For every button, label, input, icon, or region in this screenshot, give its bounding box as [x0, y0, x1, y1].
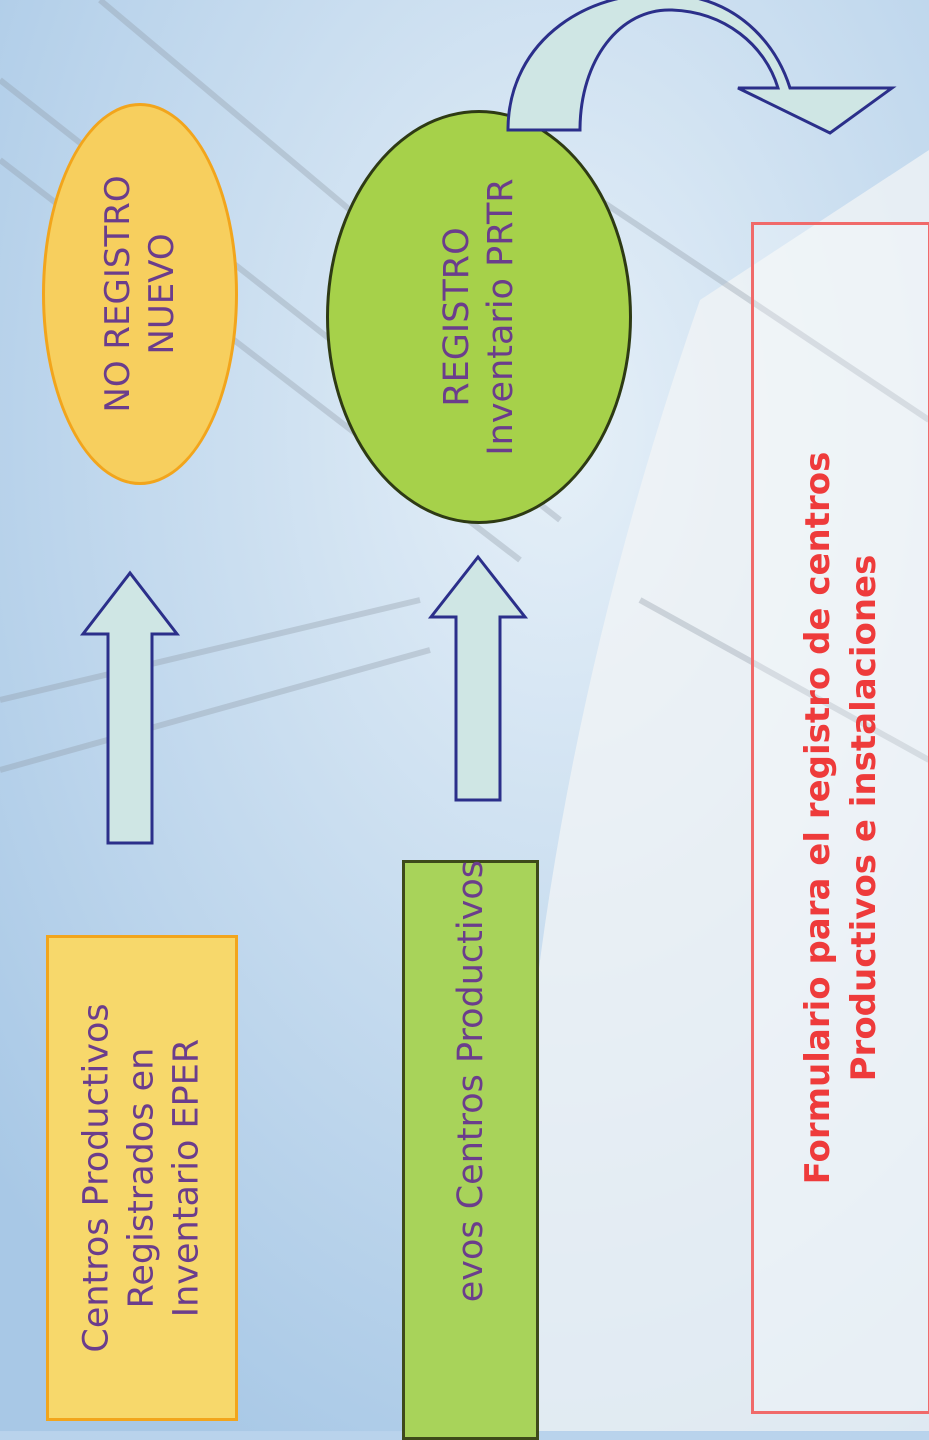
registro-prtr-ellipse: REGISTRO Inventario PRTR — [326, 110, 632, 524]
new-centers-box: evos Centros Productivos — [402, 860, 539, 1440]
eper-registered-box: Centros Productivos Registrados en Inven… — [46, 935, 238, 1421]
curved-arrow-icon — [506, 0, 897, 135]
up-arrow-icon — [427, 554, 529, 802]
up-arrow-icon — [79, 570, 181, 845]
no-registro-ellipse: NO REGISTRO NUEVO — [42, 103, 238, 485]
form-box: Formulario para el registro de centros P… — [751, 222, 929, 1414]
